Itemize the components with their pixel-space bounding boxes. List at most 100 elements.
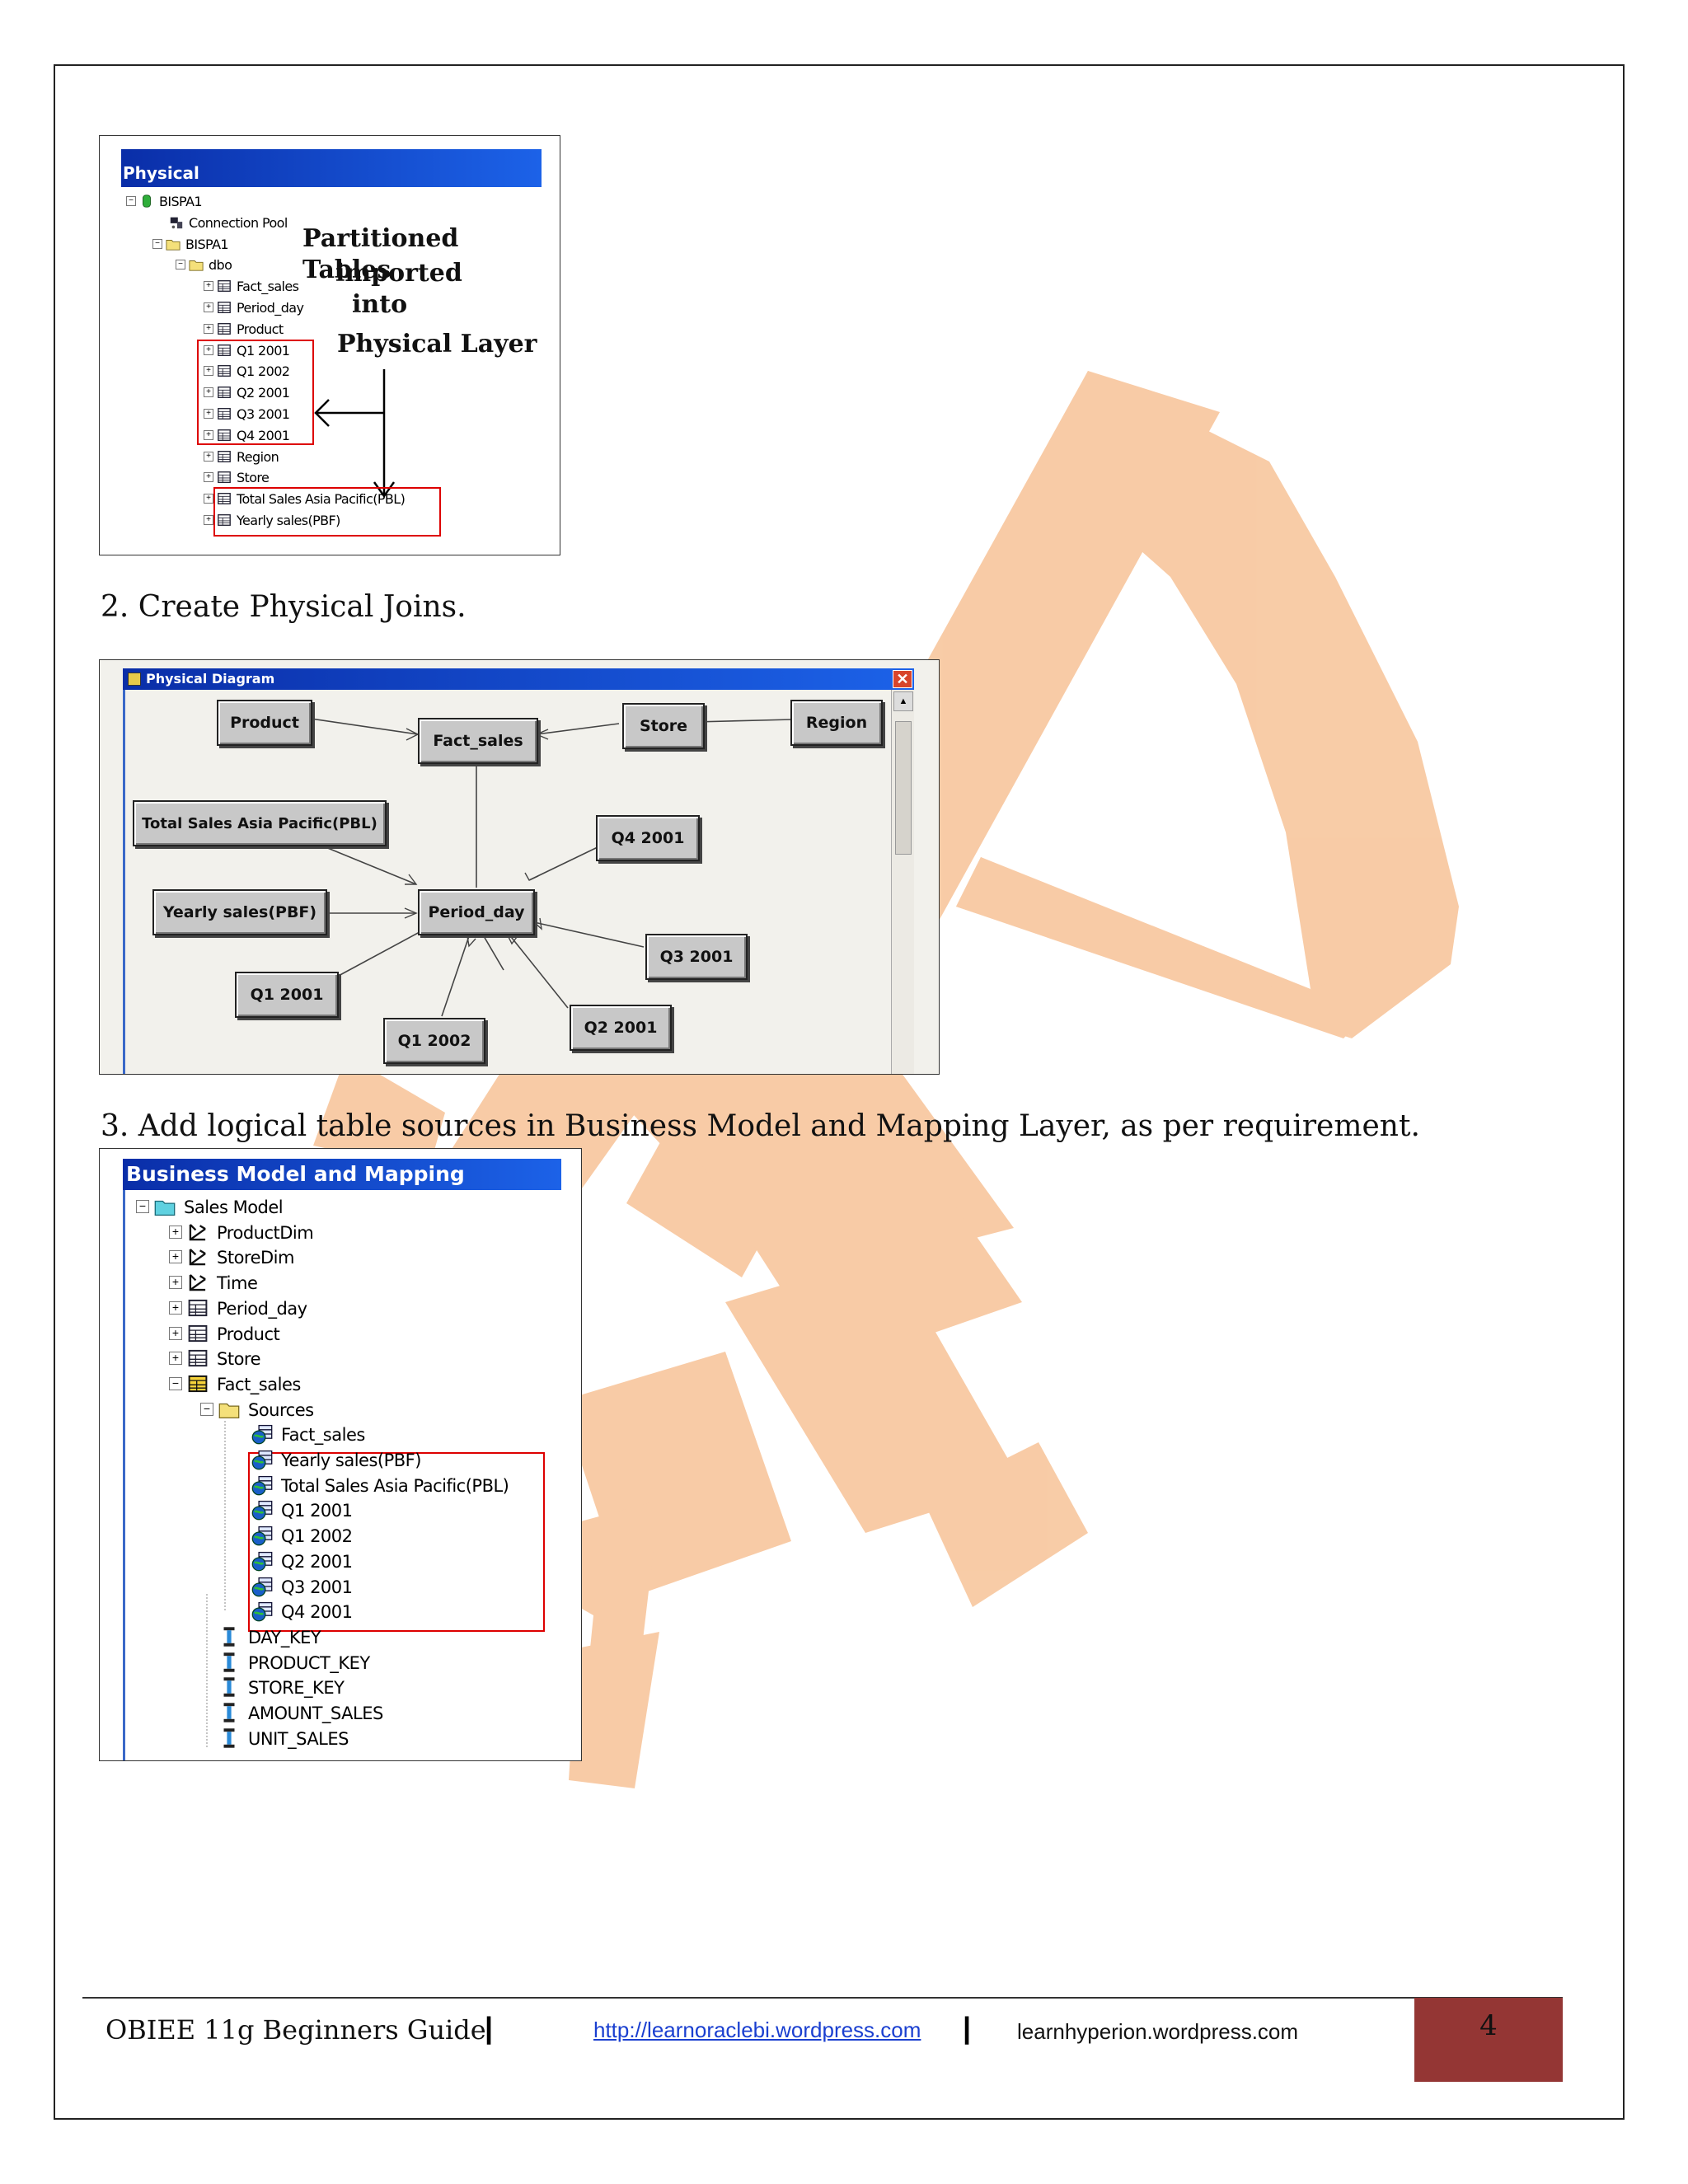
q3-2001-node[interactable]: Q3 2001	[645, 934, 748, 980]
table-source-icon	[251, 1601, 273, 1622]
total-sales-node[interactable]: Total Sales Asia Pacific(PBL)	[133, 800, 387, 846]
collapse-toggle[interactable]: −	[169, 1376, 182, 1390]
physical-diagram-window: Physical Diagram ✕ ▲	[99, 659, 940, 1075]
expand-toggle[interactable]: +	[204, 344, 213, 355]
column-icon	[218, 1652, 240, 1673]
expand-toggle[interactable]: +	[204, 451, 213, 462]
expand-toggle[interactable]: +	[204, 323, 213, 334]
tree-item-label[interactable]: Q3 2001	[281, 1577, 353, 1597]
hierarchy-icon	[187, 1221, 209, 1243]
expand-toggle[interactable]: +	[204, 281, 213, 292]
table-icon	[217, 428, 232, 443]
fact-table-icon	[187, 1373, 209, 1394]
store-node[interactable]: Store	[622, 703, 705, 749]
tree-item-label[interactable]: Product	[237, 321, 284, 337]
scrollbar-thumb[interactable]	[895, 721, 912, 855]
footer-guide-title: OBIEE 11g Beginners Guide	[106, 2014, 486, 2046]
footer-link-learnhyperion[interactable]: learnhyperion.wordpress.com	[1017, 2019, 1299, 2044]
folder-open-icon	[218, 1399, 240, 1420]
period-day-node[interactable]: Period_day	[418, 889, 535, 935]
q2-2001-node[interactable]: Q2 2001	[570, 1005, 672, 1051]
table-source-icon	[251, 1576, 273, 1597]
tree-item-label[interactable]: BISPA1	[185, 236, 229, 252]
tree-item-label[interactable]: Q1 2002	[281, 1526, 353, 1547]
q4-2001-node[interactable]: Q4 2001	[596, 815, 700, 861]
footer-rule	[82, 1997, 1563, 1999]
tree-item-label[interactable]: Product	[217, 1324, 280, 1344]
footer-link-learnoraclebi[interactable]: http://learnoraclebi.wordpress.com	[593, 2018, 921, 2042]
tree-item-label[interactable]: STORE_KEY	[248, 1678, 345, 1699]
tree-item-label[interactable]: Total Sales Asia Pacific(PBL)	[281, 1475, 509, 1496]
region-node[interactable]: Region	[790, 700, 883, 746]
q1-2002-node[interactable]: Q1 2002	[383, 1018, 485, 1064]
page-number-box: 4	[1414, 1998, 1563, 2082]
collapse-toggle[interactable]: −	[200, 1402, 213, 1416]
tree-item-label[interactable]: Yearly sales(PBF)	[237, 513, 340, 528]
expand-toggle[interactable]: +	[204, 494, 213, 504]
sources-highlight-box	[248, 1452, 545, 1632]
tree-item-label[interactable]: Yearly sales(PBF)	[281, 1451, 421, 1470]
expand-toggle[interactable]: +	[169, 1301, 182, 1315]
product-node[interactable]: Product	[217, 700, 312, 746]
tree-item-label[interactable]: PRODUCT_KEY	[248, 1652, 370, 1673]
annotation-line-4: Physical Layer	[337, 330, 537, 359]
logical-table-icon	[187, 1347, 209, 1369]
database-icon	[139, 194, 154, 209]
expand-toggle[interactable]: +	[169, 1276, 182, 1290]
collapse-toggle[interactable]: −	[176, 260, 185, 270]
expand-toggle[interactable]: +	[204, 429, 213, 440]
tree-item-label[interactable]: Store	[237, 470, 270, 486]
table-icon	[217, 513, 232, 527]
tree-item-label[interactable]: DAY_KEY	[248, 1627, 321, 1647]
tree-item-label[interactable]: UNIT_SALES	[248, 1728, 349, 1749]
fact-sales-node[interactable]: Fact_sales	[418, 718, 538, 764]
tree-item-label[interactable]: Q3 2001	[237, 406, 290, 422]
yearly-sales-node[interactable]: Yearly sales(PBF)	[152, 889, 327, 935]
tree-item-label[interactable]: Q4 2001	[281, 1602, 353, 1623]
tree-item-label[interactable]: Q1 2001	[237, 342, 290, 359]
expand-toggle[interactable]: +	[169, 1250, 182, 1264]
tree-item-label[interactable]: AMOUNT_SALES	[248, 1704, 383, 1723]
expand-toggle[interactable]: +	[204, 409, 213, 419]
q1-2001-node[interactable]: Q1 2001	[235, 972, 339, 1018]
tree-item-label[interactable]: Q4 2001	[237, 427, 290, 443]
tree-item-label[interactable]: Region	[237, 448, 279, 465]
tree-item-label[interactable]: Q1 2002	[237, 363, 290, 380]
tree-item-label[interactable]: BISPA1	[159, 194, 203, 209]
tree-item-label[interactable]: Fact_sales	[281, 1425, 365, 1446]
tree-item-label[interactable]: Fact_sales	[237, 279, 299, 295]
tree-item-label[interactable]: Q2 2001	[281, 1551, 353, 1572]
tree-item-label[interactable]: StoreDim	[217, 1248, 294, 1268]
table-source-icon	[251, 1525, 273, 1546]
collapse-toggle[interactable]: −	[136, 1200, 149, 1213]
expand-toggle[interactable]: +	[169, 1326, 182, 1340]
tree-item-label[interactable]: Fact_sales	[217, 1374, 301, 1394]
tree-item-label[interactable]: dbo	[209, 257, 232, 274]
tree-item-label[interactable]: Store	[217, 1349, 261, 1370]
tree-item-label[interactable]: Sales Model	[184, 1197, 284, 1217]
table-source-icon	[251, 1449, 273, 1470]
close-button[interactable]: ✕	[893, 670, 912, 688]
expand-toggle[interactable]: +	[204, 302, 213, 312]
tree-connector-lines	[206, 1421, 226, 1749]
tree-item-label[interactable]: ProductDim	[217, 1222, 314, 1243]
tree-item-label[interactable]: Period_day	[237, 300, 304, 316]
expand-toggle[interactable]: +	[204, 515, 213, 525]
schema-folder-icon	[189, 257, 204, 272]
vertical-scrollbar[interactable]: ▲	[891, 690, 914, 1074]
expand-toggle[interactable]: +	[204, 387, 213, 398]
collapse-toggle[interactable]: −	[152, 238, 162, 249]
tree-item-label[interactable]: Q1 2001	[281, 1501, 353, 1521]
tree-item-label[interactable]: Period_day	[217, 1298, 307, 1319]
expand-toggle[interactable]: +	[204, 472, 213, 483]
expand-toggle[interactable]: +	[204, 366, 213, 377]
tree-item-label[interactable]: Sources	[248, 1399, 314, 1420]
collapse-toggle[interactable]: −	[126, 196, 136, 206]
tree-item-label[interactable]: Time	[217, 1273, 258, 1294]
expand-toggle[interactable]: +	[169, 1352, 182, 1366]
expand-toggle[interactable]: +	[169, 1225, 182, 1239]
tree-item-label[interactable]: Connection Pool	[189, 214, 288, 231]
tree-item-label[interactable]: Q2 2001	[237, 385, 290, 401]
tree-item-label[interactable]: Total Sales Asia Pacific(PBL)	[237, 491, 406, 508]
scroll-up-arrow-icon[interactable]: ▲	[893, 691, 913, 711]
